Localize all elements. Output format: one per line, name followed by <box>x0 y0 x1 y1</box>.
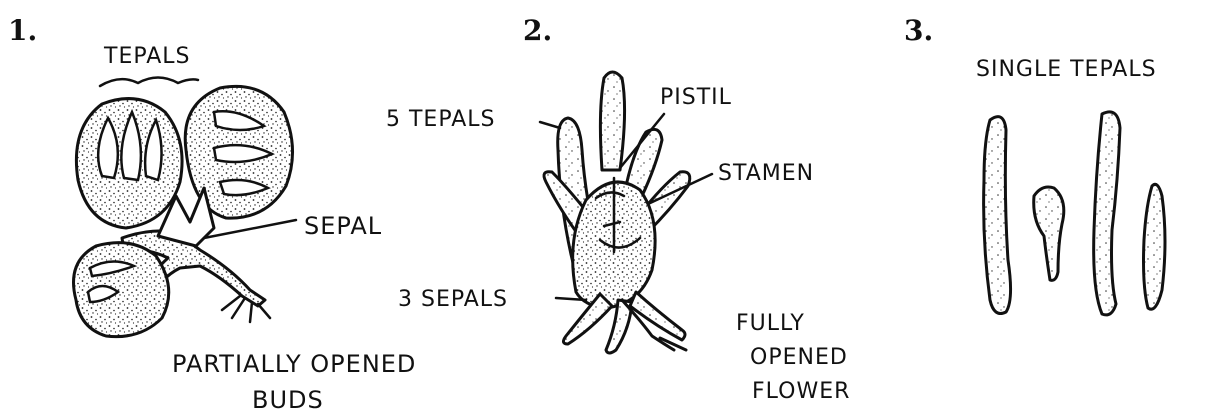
panel-1: 1. TEPALS SEPAL PARTIALLY OPENED BUDS <box>8 14 416 414</box>
panel-2: 2. 5 TEPALS PISTIL STAMEN 3 SEPALS FULLY… <box>386 14 850 404</box>
single-tepal-3 <box>1094 112 1120 315</box>
tepal-2 <box>600 72 624 170</box>
tepals-leader-line <box>540 122 560 128</box>
panel-3-title: SINGLE TEPALS <box>976 57 1157 82</box>
single-tepal-4 <box>1144 184 1166 309</box>
panel-2-caption-line-1: FULLY <box>736 311 805 336</box>
tepals-bracket <box>100 78 198 87</box>
panel-2-pistil-label: PISTIL <box>660 85 732 110</box>
sepal-leader-line <box>204 220 296 238</box>
panel-3: 3. SINGLE TEPALS <box>904 14 1165 315</box>
panel-2-number: 2. <box>523 14 552 47</box>
panel-2-tepals-label: 5 TEPALS <box>386 107 495 132</box>
panel-2-sepals-label: 3 SEPALS <box>398 287 508 312</box>
single-tepal-1 <box>984 117 1011 314</box>
panel-3-number: 3. <box>904 14 933 47</box>
sepal-3 <box>630 292 685 340</box>
panel-1-caption-line-2: BUDS <box>252 386 324 414</box>
panel-2-caption-line-3: FLOWER <box>752 379 850 404</box>
panel-2-caption-line-2: OPENED <box>750 345 848 370</box>
panel-1-tepals-label: TEPALS <box>103 44 190 69</box>
panel-2-stamen-label: STAMEN <box>718 161 814 186</box>
single-tepal-2 <box>1034 187 1064 280</box>
bud-bottom <box>74 243 169 337</box>
panel-1-caption-line-1: PARTIALLY OPENED <box>172 350 416 378</box>
panel-1-number: 1. <box>8 14 37 47</box>
panel-1-sepal-label: SEPAL <box>304 212 382 240</box>
